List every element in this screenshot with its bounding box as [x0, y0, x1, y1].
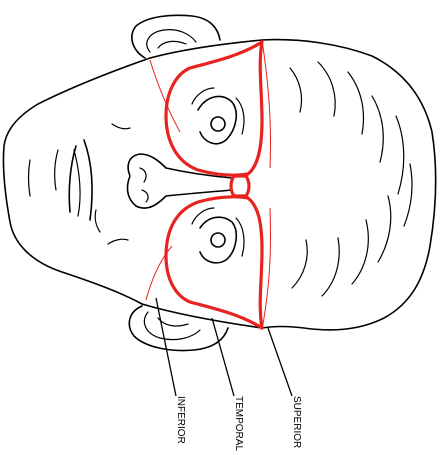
label-superior: SUPERIOR — [291, 396, 302, 448]
zone-line-superior-lower — [262, 208, 271, 330]
goggles — [166, 42, 262, 328]
forehead-lines — [290, 62, 412, 296]
label-temporal: TEMPORAL — [233, 396, 244, 451]
label-inferior: INFERIOR — [175, 396, 186, 444]
goggle-zone-lines — [146, 40, 271, 330]
nose — [128, 154, 232, 208]
goggle-bridge — [231, 176, 249, 196]
eye-lower — [192, 208, 244, 263]
eye-upper — [192, 88, 244, 144]
mouth — [55, 140, 92, 220]
zone-line-superior-upper — [262, 40, 271, 168]
leader-superior — [268, 328, 292, 396]
goggle-lens-upper — [166, 42, 262, 175]
leader-temporal — [212, 318, 234, 396]
head-outline — [3, 40, 435, 330]
face-detail-lines — [29, 124, 131, 244]
